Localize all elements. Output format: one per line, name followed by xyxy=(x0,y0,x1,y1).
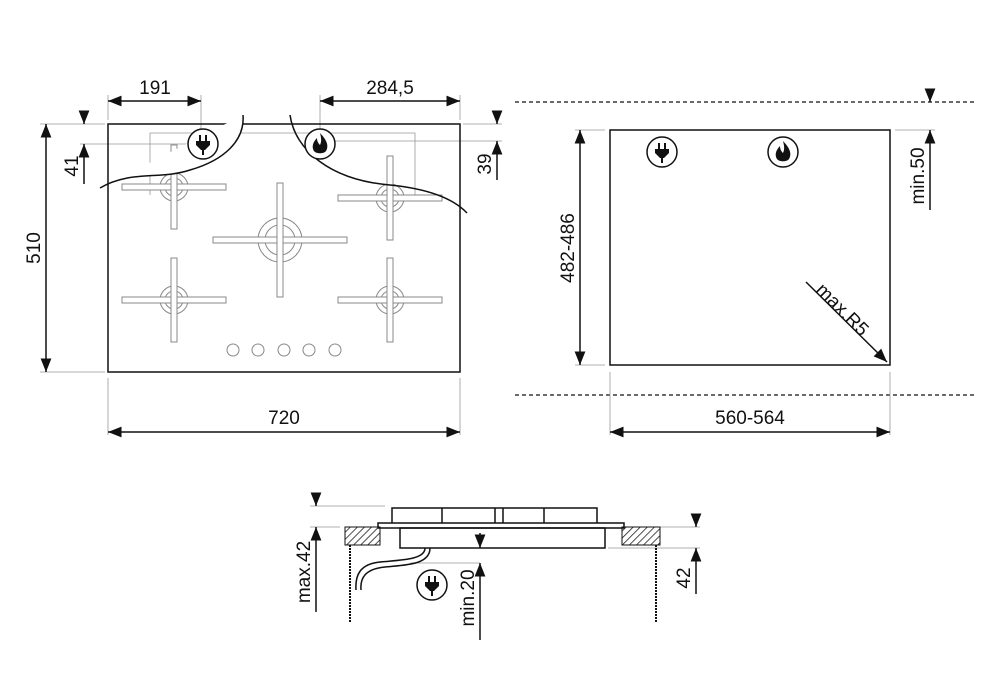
dim-min-rear: min.50 xyxy=(908,147,929,204)
top-view: 191 284,5 41 39 510 720 xyxy=(24,78,503,438)
dim-max-height: max.42 xyxy=(294,541,315,603)
dim-gas-depth: 39 xyxy=(475,153,496,174)
dim-gas-offset: 284,5 xyxy=(366,78,414,99)
plug-icon xyxy=(646,136,678,168)
burner-rear-right xyxy=(337,155,443,241)
burner-center xyxy=(212,182,348,298)
dim-cutout-width: 560-564 xyxy=(715,408,785,429)
plug-icon xyxy=(416,569,448,601)
hob-body xyxy=(399,527,606,549)
dim-width: 720 xyxy=(268,408,300,429)
dim-min-clearance: min.20 xyxy=(458,569,479,626)
cutout-outline xyxy=(609,129,891,366)
dim-plug-offset: 191 xyxy=(139,78,171,99)
cutout-view: 482-486 min.50 max.R5 560-564 xyxy=(515,88,975,438)
dim-radius: max.R5 xyxy=(811,280,872,341)
burner-front-right xyxy=(337,257,443,343)
countertop-left xyxy=(344,526,381,546)
dim-plug-depth: 41 xyxy=(62,155,83,176)
flame-icon xyxy=(767,136,799,168)
dim-depth: 510 xyxy=(24,232,45,264)
side-view: max.42 min.20 42 xyxy=(294,492,702,640)
plug-icon xyxy=(187,128,219,160)
dim-recess: 42 xyxy=(674,567,695,588)
control-knobs xyxy=(226,343,342,357)
burner-front-left xyxy=(121,257,227,343)
countertop-right xyxy=(621,526,661,546)
dim-cutout-depth: 482-486 xyxy=(558,213,579,283)
flame-icon xyxy=(304,128,336,160)
hob-outline xyxy=(107,123,461,373)
